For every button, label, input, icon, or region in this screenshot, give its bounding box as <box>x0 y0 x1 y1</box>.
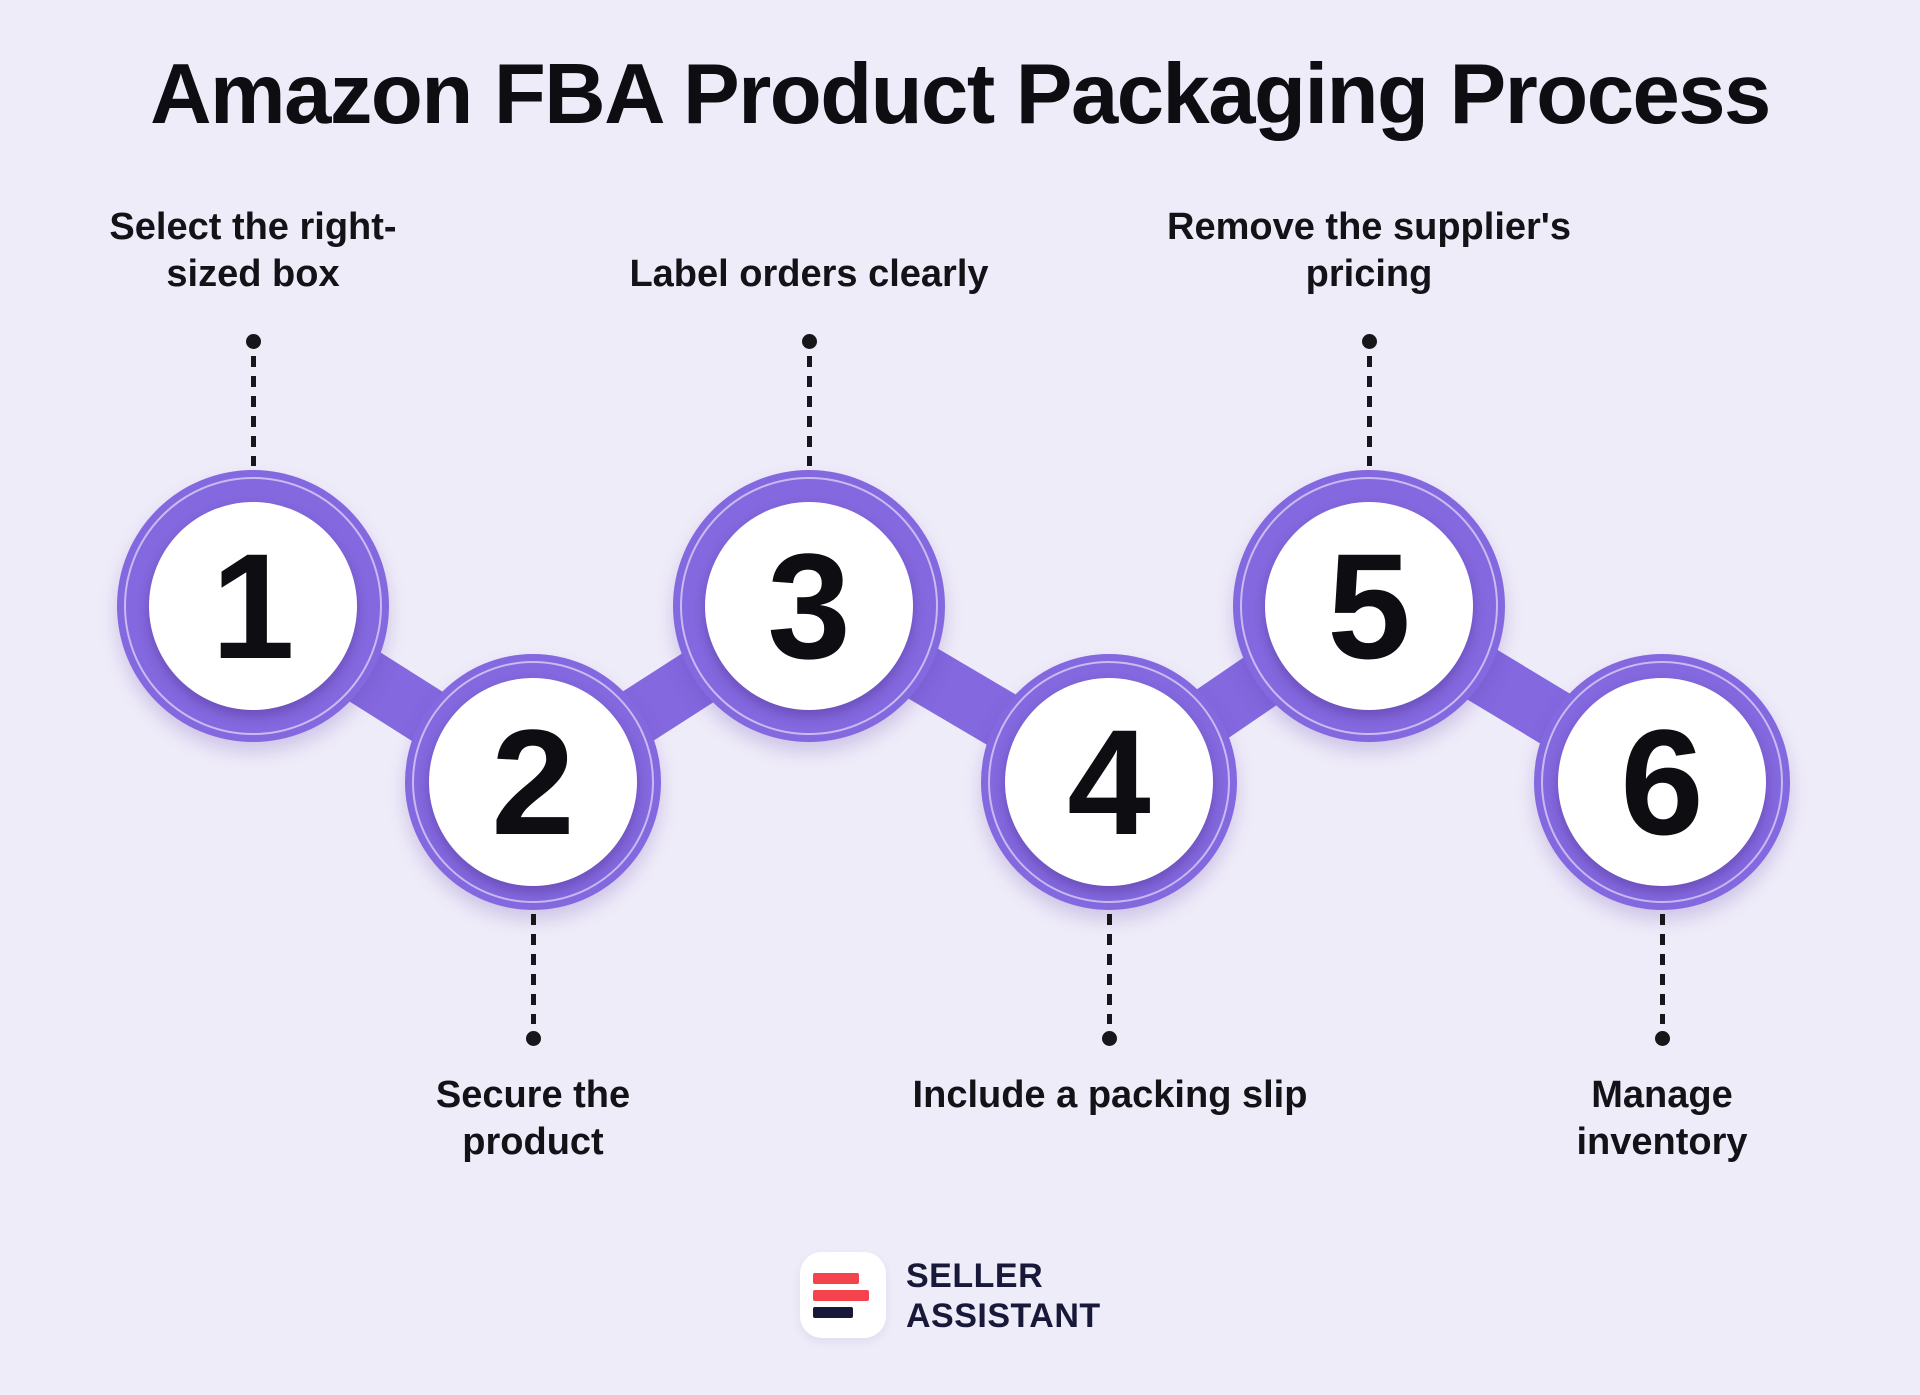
step-number-5: 5 <box>1327 522 1411 690</box>
step-label-2: Secure the product <box>435 1074 631 1163</box>
ring-accent-line <box>988 661 1230 903</box>
step-circle-6: 6 <box>1534 654 1790 910</box>
leader-line-5 <box>1361 334 1377 466</box>
leader-line-1 <box>245 334 261 466</box>
step-circle-1: 1 <box>117 470 389 742</box>
step-label-6: Manage inventory <box>1576 1074 1748 1163</box>
leader-dashes <box>1366 356 1372 466</box>
leader-dashes <box>806 356 812 466</box>
logo-bar-top <box>813 1273 859 1284</box>
brand-name: SELLER ASSISTANT <box>906 1256 1101 1336</box>
step-circle-inner: 3 <box>705 502 913 710</box>
step-circle-inner: 1 <box>149 502 357 710</box>
leader-line-6 <box>1654 914 1670 1046</box>
ring-accent-line <box>1240 477 1498 735</box>
step-circle-inner: 2 <box>429 678 637 886</box>
leader-dashes <box>250 356 256 466</box>
brand-name-line2: ASSISTANT <box>906 1297 1101 1335</box>
step-number-2: 2 <box>491 698 575 866</box>
step-circle-2: 2 <box>405 654 661 910</box>
page-title: Amazon FBA Product Packaging Process <box>150 47 1771 142</box>
ring-accent-line <box>680 477 938 735</box>
leader-line-4 <box>1101 914 1117 1046</box>
step-label-5: Remove the supplier's pricing <box>1167 206 1571 295</box>
step-number-6: 6 <box>1620 698 1704 866</box>
step-circle-3: 3 <box>673 470 945 742</box>
ring-accent-line <box>124 477 382 735</box>
leader-dot <box>1101 1031 1117 1046</box>
step-circle-inner: 6 <box>1558 678 1766 886</box>
ring-accent-line <box>1541 661 1783 903</box>
ring-accent-line <box>412 661 654 903</box>
step-label-4: Include a packing slip <box>912 1074 1308 1116</box>
step-circle-inner: 5 <box>1265 502 1473 710</box>
step-circle-4: 4 <box>981 654 1237 910</box>
leader-dot <box>525 1031 541 1046</box>
step-label-3: Label orders clearly <box>629 253 989 295</box>
leader-dot <box>1361 334 1377 349</box>
leader-line-3 <box>801 334 817 466</box>
step-number-3: 3 <box>767 522 851 690</box>
logo-bar-bottom <box>813 1307 853 1318</box>
leader-dot <box>245 334 261 349</box>
leader-dashes <box>1106 914 1112 1024</box>
leader-dashes <box>1659 914 1665 1024</box>
step-circle-inner: 4 <box>1005 678 1213 886</box>
leader-line-2 <box>525 914 541 1046</box>
leader-dashes <box>530 914 536 1024</box>
step-number-1: 1 <box>211 522 295 690</box>
step-label-1: Select the right-sized box <box>109 206 397 295</box>
step-number-4: 4 <box>1067 698 1151 866</box>
seller-assistant-logo-icon <box>800 1252 886 1338</box>
brand-name-line1: SELLER <box>906 1257 1044 1295</box>
step-circle-5: 5 <box>1233 470 1505 742</box>
logo-bar-middle <box>813 1290 869 1301</box>
leader-dot <box>1654 1031 1670 1046</box>
leader-dot <box>801 334 817 349</box>
